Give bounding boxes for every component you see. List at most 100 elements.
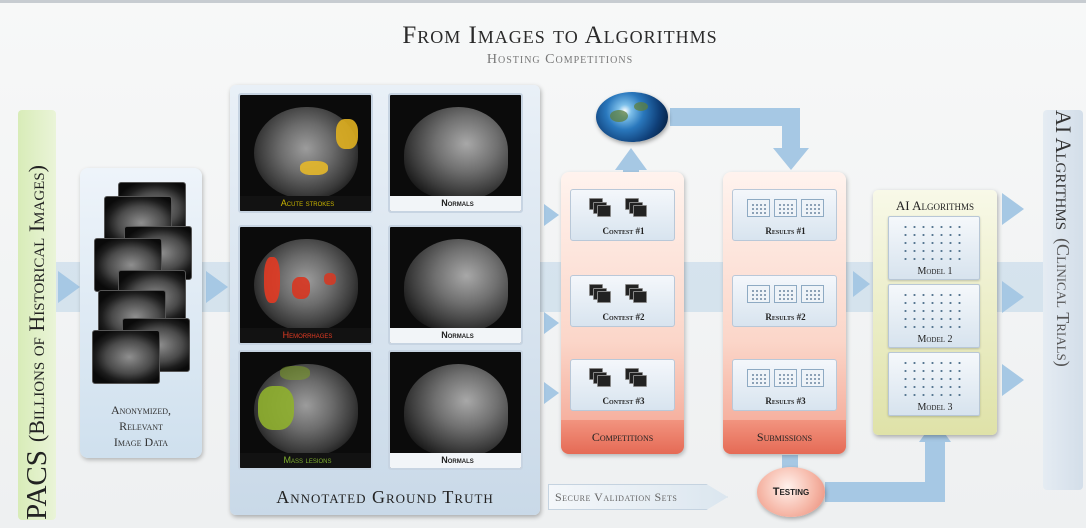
caption-hemorrhages: Hemorrhages: [240, 328, 371, 343]
model-card: Model 3: [888, 352, 980, 416]
results-sheet-icon: [801, 199, 824, 217]
arrow-shaft: [925, 440, 945, 502]
brain-scan: [404, 364, 508, 456]
competitions-label: Competitions: [561, 420, 684, 454]
lesion-highlight: [324, 273, 336, 285]
lesion-highlight: [336, 119, 358, 149]
results-sheet-icon: [774, 369, 797, 387]
results-sheet-icon: [801, 285, 824, 303]
ai-column-subtitle: (Clinical Trials): [1053, 238, 1074, 367]
competitions-panel: Contest #1 Contest #2 Contest #3 Competi…: [561, 172, 684, 454]
model-chart-icon: [901, 359, 961, 399]
annotated-image-stroke: Acute strokes: [238, 93, 373, 213]
arrow-shaft: [623, 168, 639, 174]
anon-line: Relevant: [119, 419, 163, 433]
image-stack-icon: [625, 284, 647, 304]
diagram-subtitle: Hosting Competitions: [486, 52, 634, 67]
annotated-image-hemorrhage: Hemorrhages: [238, 225, 373, 345]
lesion-highlight: [300, 161, 328, 175]
model-label: Model 2: [917, 334, 953, 345]
caption-acute-strokes: Acute strokes: [240, 196, 371, 211]
anon-line: Image Data: [113, 435, 169, 449]
model-label: Model 1: [917, 266, 953, 277]
arrow-shaft: [782, 108, 800, 148]
pacs-title: PACS: [20, 450, 53, 520]
ai-algorithms-title: AI Algorithms: [895, 198, 975, 213]
image-stack-icon: [625, 198, 647, 218]
globe-land: [634, 102, 648, 111]
contest-card: Contest #3: [570, 359, 675, 411]
results-sheet-icon: [774, 285, 797, 303]
caption-mass-lesions: Mass lesions: [240, 453, 371, 468]
normal-image: Normals: [388, 93, 523, 213]
results-label: Results #1: [765, 226, 806, 236]
contest-card: Contest #2: [570, 275, 675, 327]
results-card: Results #3: [732, 359, 837, 411]
model-chart-icon: [901, 223, 961, 263]
arrow-testing-to-algos: [825, 482, 935, 502]
annotated-image-mass: Mass lesions: [238, 350, 373, 470]
globe-land: [610, 110, 628, 122]
image-stack-icon: [589, 284, 611, 304]
arrow-submissions-to-testing: [782, 455, 798, 469]
model-card: Model 1: [888, 216, 980, 280]
results-label: Results #3: [765, 396, 806, 406]
contest-label: Contest #2: [602, 312, 645, 322]
lesion-highlight: [292, 277, 310, 299]
pacs-label: PACS (Billions of Historical Images): [18, 110, 56, 520]
arrow-model2-out: [1002, 281, 1024, 313]
annotated-ground-truth-label: Annotated Ground Truth: [276, 487, 494, 507]
results-sheet-icon: [801, 369, 824, 387]
anonymized-data-label: Anonymized, Relevant Image Data: [80, 402, 202, 450]
caption-normals: Normals: [390, 196, 521, 211]
pacs-subtitle: (Billions of Historical Images): [24, 165, 49, 443]
brain-scan: [404, 239, 508, 331]
top-border: [0, 0, 1086, 3]
model-chart-icon: [901, 291, 961, 331]
arrow-truth-to-contest2: [544, 312, 559, 334]
model-card: Model 2: [888, 284, 980, 348]
results-sheet-icon: [774, 199, 797, 217]
testing-node: Testing: [757, 467, 825, 517]
arrow-anon-to-truth: [206, 271, 228, 303]
arrow-model1-out: [1002, 193, 1024, 225]
arrow-model3-out: [1002, 364, 1024, 396]
arrow-world-to-submissions: [670, 108, 800, 126]
contest-label: Contest #3: [602, 396, 645, 406]
results-sheet-icon: [747, 369, 770, 387]
caption-normals: Normals: [390, 453, 521, 468]
contest-card: Contest #1: [570, 189, 675, 241]
results-card: Results #2: [732, 275, 837, 327]
normal-image: Normals: [388, 225, 523, 345]
ai-clinical-trials-label: AI Algrithms (Clinical Trials): [1043, 110, 1083, 490]
contest-label: Contest #1: [602, 226, 645, 236]
image-stack-icon: [625, 368, 647, 388]
image-stack-icon: [589, 368, 611, 388]
arrow-down-to-submissions: [773, 148, 809, 170]
ai-column-title: AI Algrithms: [1051, 110, 1076, 231]
results-sheet-icon: [747, 199, 770, 217]
image-stack-icon: [589, 198, 611, 218]
diagram-title: From Images to Algorithms: [402, 22, 718, 49]
globe-icon: [596, 92, 668, 142]
secure-validation-sets-arrow: Secure Validation Sets: [548, 484, 728, 510]
lesion-highlight: [280, 366, 310, 380]
results-card: Results #1: [732, 189, 837, 241]
model-label: Model 3: [917, 402, 953, 413]
scan-thumbnail: [92, 330, 160, 384]
lesion-highlight: [264, 257, 280, 303]
lesion-highlight: [258, 386, 294, 430]
results-label: Results #2: [765, 312, 806, 322]
arrow-competitions-to-world: [615, 148, 647, 170]
caption-normals: Normals: [390, 328, 521, 343]
results-sheet-icon: [747, 285, 770, 303]
anon-line: Anonymized,: [110, 403, 172, 417]
arrow-pacs-to-anon: [58, 271, 80, 303]
submissions-label: Submissions: [723, 420, 846, 454]
brain-scan: [404, 107, 508, 199]
ai-clinical-trials-column: [1043, 110, 1083, 490]
arrow-results-to-algos: [853, 271, 870, 297]
submissions-panel: Results #1 Results #2 Results #3 Submiss…: [723, 172, 846, 454]
arrow-truth-to-contest1: [544, 204, 559, 226]
